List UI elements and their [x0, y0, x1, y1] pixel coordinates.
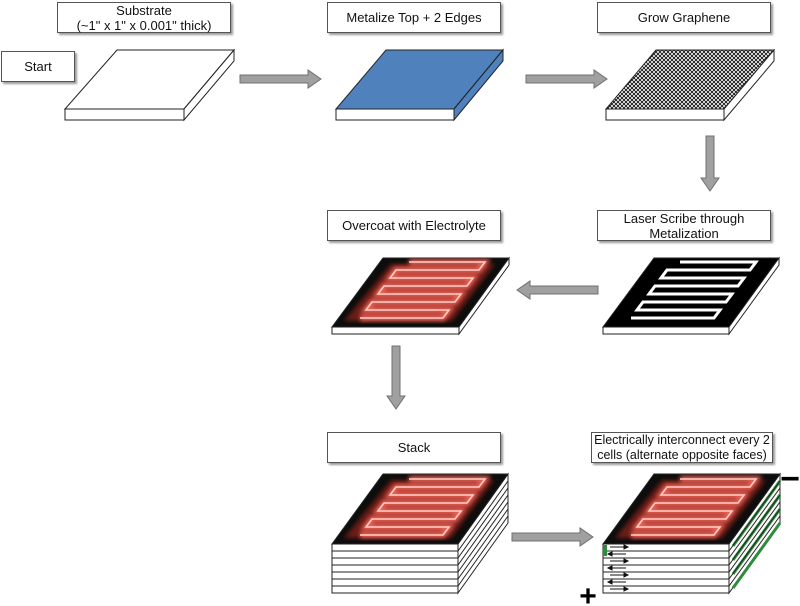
- stacked-cells: [331, 472, 509, 595]
- overcoat-slab: [331, 256, 510, 336]
- right-arrow-icon: [239, 69, 322, 89]
- substrate-label: Substrate (~1" x 1" x 0.001" thick): [57, 2, 231, 33]
- interconnect-label-line2: cells (alternate opposite faces): [597, 447, 767, 462]
- interconnect-label: Electrically interconnect every 2 cells …: [591, 432, 773, 463]
- current-arrows: [606, 544, 630, 592]
- laser-scribe-label: Laser Scribe through Metalization: [597, 210, 771, 241]
- left-arrow-icon: [516, 280, 599, 300]
- right-arrow-icon: [525, 69, 608, 89]
- metalize-label-text: Metalize Top + 2 Edges: [346, 10, 482, 25]
- stack-label: Stack: [327, 432, 501, 463]
- start-label-text: Start: [24, 59, 52, 74]
- down-arrow-icon: [386, 345, 406, 410]
- laser-scribed-slab: [602, 256, 780, 336]
- substrate-label-line1: Substrate: [116, 2, 172, 18]
- grow-graphene-label: Grow Graphene: [597, 2, 771, 33]
- grow-graphene-label-text: Grow Graphene: [637, 10, 731, 25]
- negative-terminal: −: [780, 460, 800, 498]
- stack-label-text: Stack: [397, 440, 431, 455]
- interconnected-stack: [602, 472, 782, 595]
- laser-scribe-label-line1: Laser Scribe through: [623, 210, 745, 226]
- laser-scribe-label-line2: Metalization: [649, 225, 719, 241]
- scribe-meander: [631, 260, 759, 320]
- overcoat-label: Overcoat with Electrolyte: [327, 210, 501, 241]
- metalized-slab: [334, 48, 505, 122]
- start-label: Start: [1, 51, 75, 82]
- down-arrow-icon: [700, 135, 720, 192]
- substrate-label-line2: (~1" x 1" x 0.001" thick): [76, 17, 212, 33]
- substrate-slab: [63, 48, 236, 122]
- overcoat-label-text: Overcoat with Electrolyte: [342, 218, 486, 233]
- interconnect-label-line1: Electrically interconnect every 2: [594, 432, 770, 447]
- positive-terminal: +: [579, 580, 597, 606]
- graphene-slab: [604, 48, 776, 122]
- metalize-label: Metalize Top + 2 Edges: [327, 2, 501, 33]
- right-arrow-icon: [511, 527, 594, 547]
